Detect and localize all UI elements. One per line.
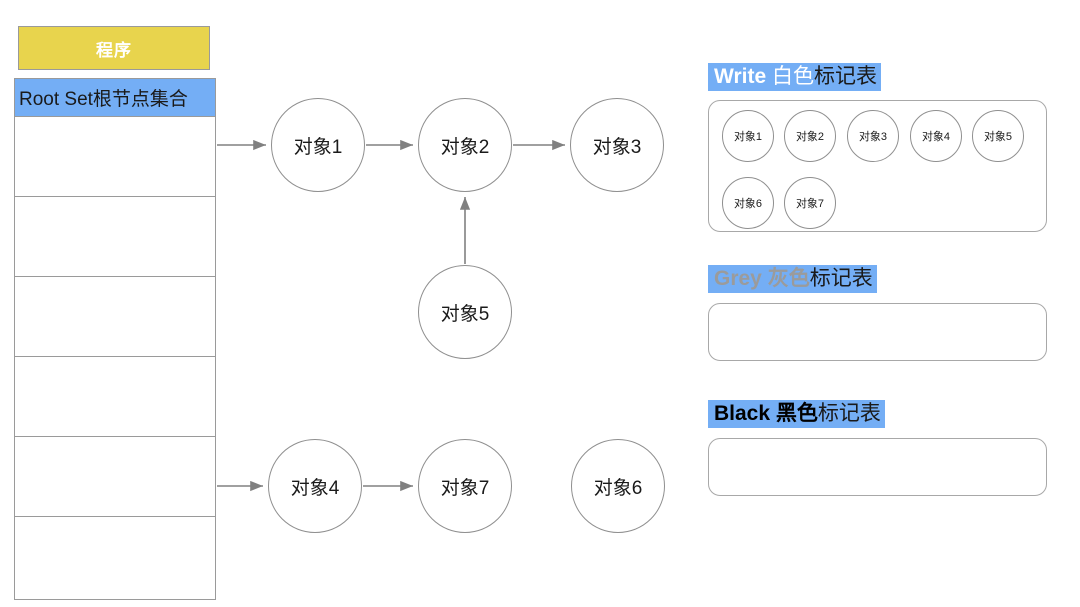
- mark-chip[interactable]: 对象7: [784, 177, 836, 229]
- mark-table-black-keyword: Black: [714, 402, 771, 425]
- mark-table-grey-body: [708, 303, 1047, 361]
- mark-table-black-title: Black 黑色标记表: [708, 400, 885, 428]
- mark-table-white-body: 对象1 对象2 对象3 对象4 对象5 对象6 对象7: [708, 100, 1047, 232]
- root-set-label: Root Set根节点集合: [15, 79, 215, 116]
- mark-table-black-body: [708, 438, 1047, 496]
- mark-chip[interactable]: 对象4: [910, 110, 962, 162]
- root-set-row: [15, 116, 215, 196]
- mark-table-white-suffix: 标记表: [813, 65, 877, 88]
- mark-table-grey-color-cn: 灰色: [767, 267, 810, 290]
- mark-chip[interactable]: 对象6: [722, 177, 774, 229]
- mark-table-white-title: Write 白色标记表: [708, 63, 881, 91]
- program-header: 程序: [18, 26, 210, 70]
- mark-table-grey-suffix: 标记表: [809, 267, 873, 290]
- mark-chip[interactable]: 对象3: [847, 110, 899, 162]
- mark-chip[interactable]: 对象1: [722, 110, 774, 162]
- root-set-row: [15, 516, 215, 599]
- mark-table-black-color-cn: 黑色: [775, 402, 818, 425]
- root-set-row: [15, 356, 215, 436]
- root-set-table: Root Set根节点集合: [14, 78, 216, 600]
- root-set-row: [15, 276, 215, 356]
- graph-node-obj7[interactable]: 对象7: [418, 439, 512, 533]
- mark-table-white-color-cn: 白色: [771, 65, 814, 88]
- root-set-row: [15, 196, 215, 276]
- graph-node-obj4[interactable]: 对象4: [268, 439, 362, 533]
- mark-chip[interactable]: 对象2: [784, 110, 836, 162]
- graph-node-obj5[interactable]: 对象5: [418, 265, 512, 359]
- mark-table-grey-keyword: Grey: [714, 267, 762, 290]
- mark-table-white-keyword: Write: [714, 65, 767, 88]
- root-set-row: [15, 436, 215, 516]
- graph-node-obj6[interactable]: 对象6: [571, 439, 665, 533]
- graph-node-obj2[interactable]: 对象2: [418, 98, 512, 192]
- mark-table-grey-title: Grey 灰色标记表: [708, 265, 877, 293]
- mark-chip[interactable]: 对象5: [972, 110, 1024, 162]
- mark-table-black-suffix: 标记表: [817, 402, 881, 425]
- graph-node-obj1[interactable]: 对象1: [271, 98, 365, 192]
- graph-node-obj3[interactable]: 对象3: [570, 98, 664, 192]
